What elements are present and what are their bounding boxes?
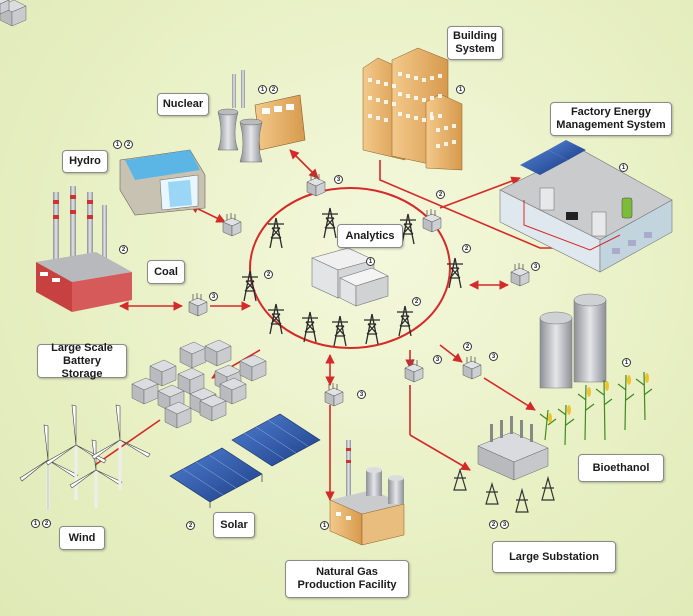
badge-tower-2b: 2 <box>264 270 273 279</box>
building-windows <box>368 72 456 148</box>
badge-factory-1: 1 <box>619 163 628 172</box>
substation-icon <box>453 416 555 513</box>
solar-panel-icon <box>169 413 321 508</box>
nuclear-plant-icon <box>217 70 306 163</box>
label-coal: Coal <box>147 260 185 284</box>
badge-building-1: 1 <box>456 85 465 94</box>
corn-field <box>539 371 653 446</box>
wind-turbine-icon <box>19 404 151 510</box>
label-wind: Wind <box>59 526 105 550</box>
badge-gas-1: 1 <box>320 521 329 530</box>
transformer-icon <box>0 0 530 407</box>
label-building-system: Building System <box>447 26 503 60</box>
badge-tower-2d: 2 <box>463 342 472 351</box>
link-factory <box>439 176 521 209</box>
label-bioethanol: Bioethanol <box>578 454 664 482</box>
badge-nuclear-2: 2 <box>269 85 278 94</box>
badge-bio-1: 1 <box>622 358 631 367</box>
label-factory-energy-management: Factory Energy Management System <box>550 102 672 136</box>
badge-solar-2: 2 <box>186 521 195 530</box>
badge-tx-nuclear-3: 3 <box>334 175 343 184</box>
label-battery-storage: Large Scale Battery Storage <box>37 342 127 380</box>
label-large-substation: Large Substation <box>492 541 616 573</box>
office-building-icon <box>362 47 463 171</box>
badge-tx-factory-2: 2 <box>436 190 445 199</box>
gas-facility-icon <box>329 440 405 546</box>
link-bio <box>439 344 463 363</box>
link-wind <box>94 419 161 466</box>
badge-sub-3: 3 <box>500 520 509 529</box>
label-hydro: Hydro <box>62 150 108 173</box>
label-analytics: Analytics <box>337 224 403 248</box>
badge-tx-bio-3: 3 <box>489 352 498 361</box>
badge-tower-2c: 2 <box>412 297 421 306</box>
link-substation-b <box>409 434 471 471</box>
badge-hydro-1: 1 <box>113 140 122 149</box>
link-bio-b <box>483 377 536 411</box>
factory-icon <box>499 140 673 273</box>
label-natural-gas-facility: Natural Gas Production Facility <box>285 560 409 598</box>
badge-hydro-2: 2 <box>124 140 133 149</box>
link-nuclear <box>289 149 319 179</box>
grid-ring <box>249 187 451 349</box>
badge-nuclear-1: 1 <box>258 85 267 94</box>
badge-tx-gas-3: 3 <box>357 390 366 399</box>
hydro-dam-icon <box>119 149 206 216</box>
badge-coal-2: 2 <box>119 245 128 254</box>
badge-tx-coal-3: 3 <box>209 292 218 301</box>
badge-tx-sub-3: 3 <box>433 355 442 364</box>
transformer-unit <box>0 0 10 15</box>
badge-tx-factory-3: 3 <box>531 262 540 271</box>
badge-sub-2: 2 <box>489 520 498 529</box>
bioethanol-silo-icon <box>539 293 653 446</box>
coal-plant-icon <box>36 186 132 312</box>
badge-wind-1: 1 <box>31 519 40 528</box>
label-nuclear: Nuclear <box>157 93 209 116</box>
data-center-icon <box>311 247 389 307</box>
badge-wind-2: 2 <box>42 519 51 528</box>
badge-analytics-1: 1 <box>366 257 375 266</box>
transmission-tower-icon <box>242 207 463 347</box>
label-solar: Solar <box>213 512 255 538</box>
badge-tower-2: 2 <box>462 244 471 253</box>
